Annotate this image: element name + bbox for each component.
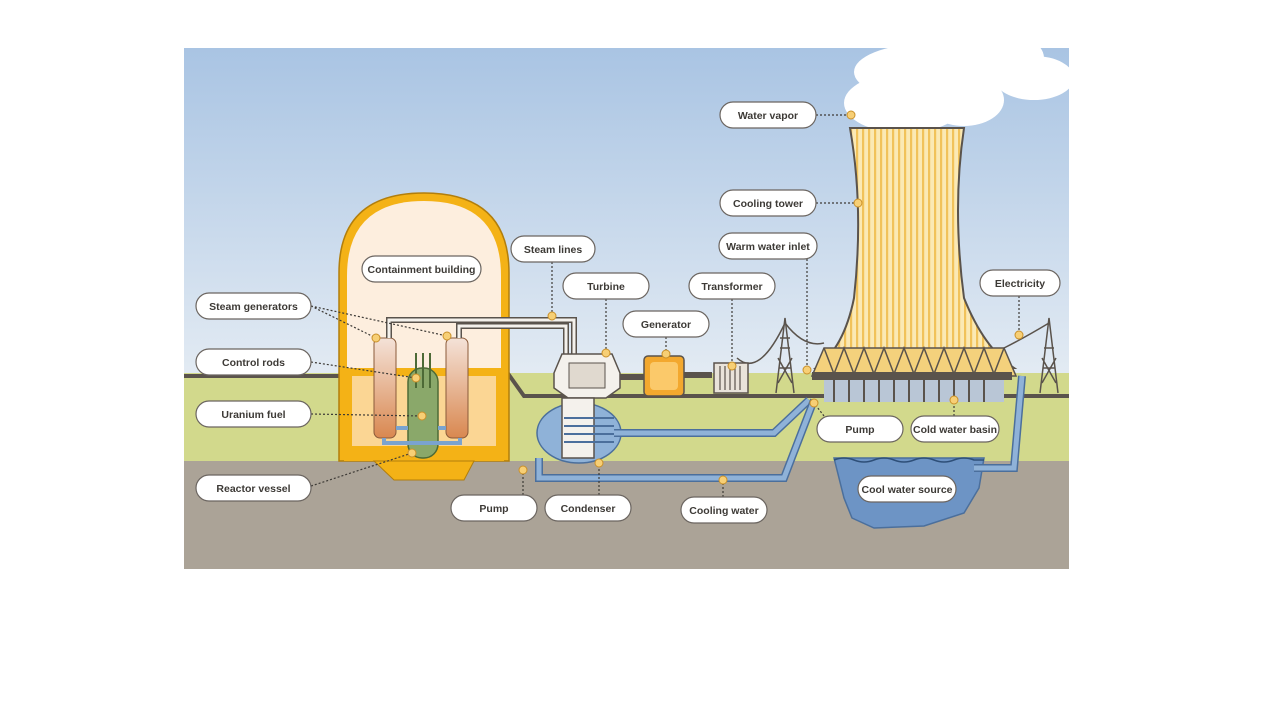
label-text: Pump (479, 503, 508, 515)
label-control-rods: Control rods (195, 348, 312, 376)
label-text: Steam generators (209, 301, 298, 313)
label-text: Cooling tower (733, 198, 803, 210)
label-text: Control rods (222, 357, 285, 369)
label-condenser: Condenser (544, 494, 632, 522)
label-warm-water-inlet: Warm water inlet (718, 232, 818, 260)
generator (643, 355, 712, 397)
label-text: Uranium fuel (221, 409, 285, 421)
label-text: Cool water source (861, 484, 952, 496)
label-reactor-vessel: Reactor vessel (195, 474, 312, 502)
label-text: Reactor vessel (216, 483, 290, 495)
label-text: Containment building (368, 264, 476, 276)
label-text: Steam lines (524, 244, 583, 256)
label-text: Cooling water (689, 505, 758, 517)
label-pump-left: Pump (450, 494, 538, 522)
label-transformer: Transformer (688, 272, 776, 300)
label-text: Water vapor (738, 110, 798, 122)
label-containment-building: Containment building (361, 255, 482, 283)
cloud (844, 48, 1069, 133)
label-cold-water-basin: Cold water basin (910, 415, 1000, 443)
label-text: Condenser (561, 503, 616, 515)
label-text: Warm water inlet (726, 241, 810, 253)
label-text: Electricity (995, 278, 1045, 290)
label-steam-lines: Steam lines (510, 235, 596, 263)
containment-building (338, 192, 510, 481)
label-text: Transformer (701, 281, 762, 293)
label-generator: Generator (622, 310, 710, 338)
label-electricity: Electricity (979, 269, 1061, 297)
marker-dots (371, 110, 1024, 485)
pylon-right (1039, 317, 1059, 394)
label-text: Pump (845, 424, 874, 436)
label-pump-right: Pump (816, 415, 904, 443)
label-cool-water-source: Cool water source (857, 475, 957, 503)
label-cooling-water: Cooling water (680, 496, 768, 524)
leader-lines (310, 114, 1020, 497)
label-uranium-fuel: Uranium fuel (195, 400, 312, 428)
label-steam-generators: Steam generators (195, 292, 312, 320)
nuclear-power-plant-diagram: Containment building Steam generators Co… (184, 48, 1069, 569)
label-text: Generator (641, 319, 691, 331)
turbine (553, 353, 644, 399)
label-text: Turbine (587, 281, 625, 293)
label-water-vapor: Water vapor (719, 101, 817, 129)
label-text: Cold water basin (913, 424, 997, 436)
diagram-canvas: Containment building Steam generators Co… (184, 48, 1069, 569)
label-turbine: Turbine (562, 272, 650, 300)
power-lines (736, 321, 1050, 364)
cooling-tower (810, 127, 1018, 402)
pylon-left (775, 317, 795, 394)
label-cooling-tower: Cooling tower (719, 189, 817, 217)
